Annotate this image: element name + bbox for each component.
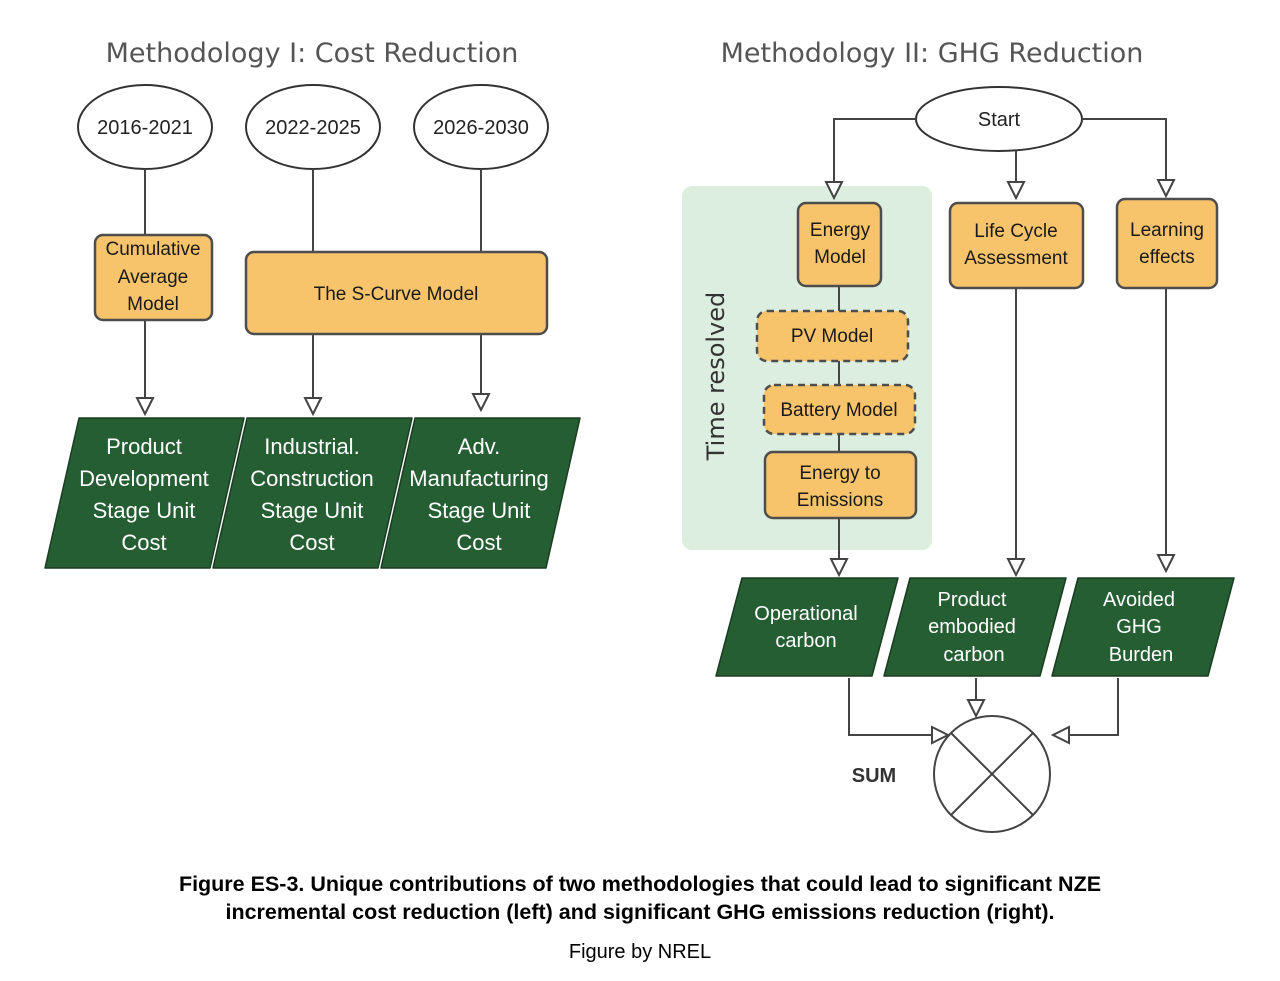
svg-text:2026-2030: 2026-2030 xyxy=(433,117,529,139)
pv-model-box: PV Model xyxy=(755,309,910,363)
figure-caption-line-1: Figure ES-3. Unique contributions of two… xyxy=(178,872,1102,896)
learning-effects-box: Learning effects xyxy=(1115,197,1219,290)
svg-text:embodied: embodied xyxy=(928,616,1016,638)
svg-text:Cost: Cost xyxy=(121,530,166,555)
product-development-cost-output: Product Development Stage Unit Cost xyxy=(44,417,245,569)
svg-text:Product: Product xyxy=(938,589,1007,611)
operational-carbon-output: Operational carbon xyxy=(715,577,899,677)
svg-text:Cost: Cost xyxy=(456,530,501,555)
svg-text:Manufacturing: Manufacturing xyxy=(409,466,548,491)
energy-to-emissions-box: Energy to Emissions xyxy=(763,450,918,520)
svg-text:GHG: GHG xyxy=(1116,616,1162,638)
sum-junction xyxy=(933,715,1051,833)
svg-text:Construction: Construction xyxy=(250,466,374,491)
svg-text:Model: Model xyxy=(814,247,866,268)
svg-text:Energy: Energy xyxy=(810,220,871,241)
svg-text:Burden: Burden xyxy=(1109,644,1174,666)
cumulative-average-model-box: Cumulative Average Model xyxy=(93,233,214,322)
svg-text:Development: Development xyxy=(79,466,209,491)
svg-text:Operational: Operational xyxy=(754,603,857,625)
left-connectors xyxy=(145,169,481,414)
figure-caption: Figure ES-3. Unique contributions of two… xyxy=(0,870,1280,926)
battery-model-box: Battery Model xyxy=(762,383,917,436)
svg-text:Cost: Cost xyxy=(289,530,334,555)
energy-model-box: Energy Model xyxy=(796,201,883,288)
advanced-manufacturing-cost-output: Adv. Manufacturing Stage Unit Cost xyxy=(380,417,581,569)
svg-text:Product: Product xyxy=(106,434,182,459)
svg-text:Emissions: Emissions xyxy=(797,490,884,511)
svg-text:effects: effects xyxy=(1139,247,1195,268)
svg-text:Model: Model xyxy=(127,294,179,315)
svg-text:Stage Unit: Stage Unit xyxy=(261,498,364,523)
period-oval-2022-2025: 2022-2025 xyxy=(245,84,381,170)
svg-text:Adv.: Adv. xyxy=(458,434,500,459)
industrial-construction-cost-output: Industrial. Construction Stage Unit Cost xyxy=(212,417,413,569)
svg-text:The S-Curve Model: The S-Curve Model xyxy=(314,284,479,305)
svg-text:Start: Start xyxy=(978,109,1021,131)
svg-text:Life Cycle: Life Cycle xyxy=(974,221,1057,242)
s-curve-model-box: The S-Curve Model xyxy=(244,250,549,336)
svg-text:2016-2021: 2016-2021 xyxy=(97,117,193,139)
svg-text:PV Model: PV Model xyxy=(791,326,873,347)
svg-text:Stage Unit: Stage Unit xyxy=(93,498,196,523)
svg-text:Learning: Learning xyxy=(1130,220,1204,241)
svg-text:carbon: carbon xyxy=(775,630,836,652)
life-cycle-assessment-box: Life Cycle Assessment xyxy=(948,201,1085,290)
svg-text:Cumulative: Cumulative xyxy=(105,239,200,260)
figure-caption-line-2: incremental cost reduction (left) and si… xyxy=(225,900,1055,924)
svg-text:Average: Average xyxy=(118,267,188,288)
svg-text:Industrial.: Industrial. xyxy=(264,434,359,459)
figure-credit: Figure by NREL xyxy=(568,941,712,963)
start-oval: Start xyxy=(915,86,1083,152)
svg-text:Battery Model: Battery Model xyxy=(780,400,897,421)
period-oval-2026-2030: 2026-2030 xyxy=(413,84,549,170)
right-connectors xyxy=(834,118,1166,735)
svg-text:Stage Unit: Stage Unit xyxy=(428,498,531,523)
svg-text:Avoided: Avoided xyxy=(1103,589,1175,611)
period-oval-2016-2021: 2016-2021 xyxy=(77,84,213,170)
svg-text:Energy to: Energy to xyxy=(799,463,880,484)
product-embodied-carbon-output: Product embodied carbon xyxy=(883,577,1067,677)
svg-text:Assessment: Assessment xyxy=(964,248,1068,269)
left-heading: Methodology I: Cost Reduction xyxy=(106,38,519,69)
right-heading: Methodology II: GHG Reduction xyxy=(721,38,1144,69)
svg-text:2022-2025: 2022-2025 xyxy=(265,117,361,139)
avoided-ghg-burden-output: Avoided GHG Burden xyxy=(1051,577,1235,677)
time-resolved-label: Time resolved xyxy=(702,292,730,462)
sum-label: SUM xyxy=(852,765,896,787)
svg-text:carbon: carbon xyxy=(943,644,1004,666)
